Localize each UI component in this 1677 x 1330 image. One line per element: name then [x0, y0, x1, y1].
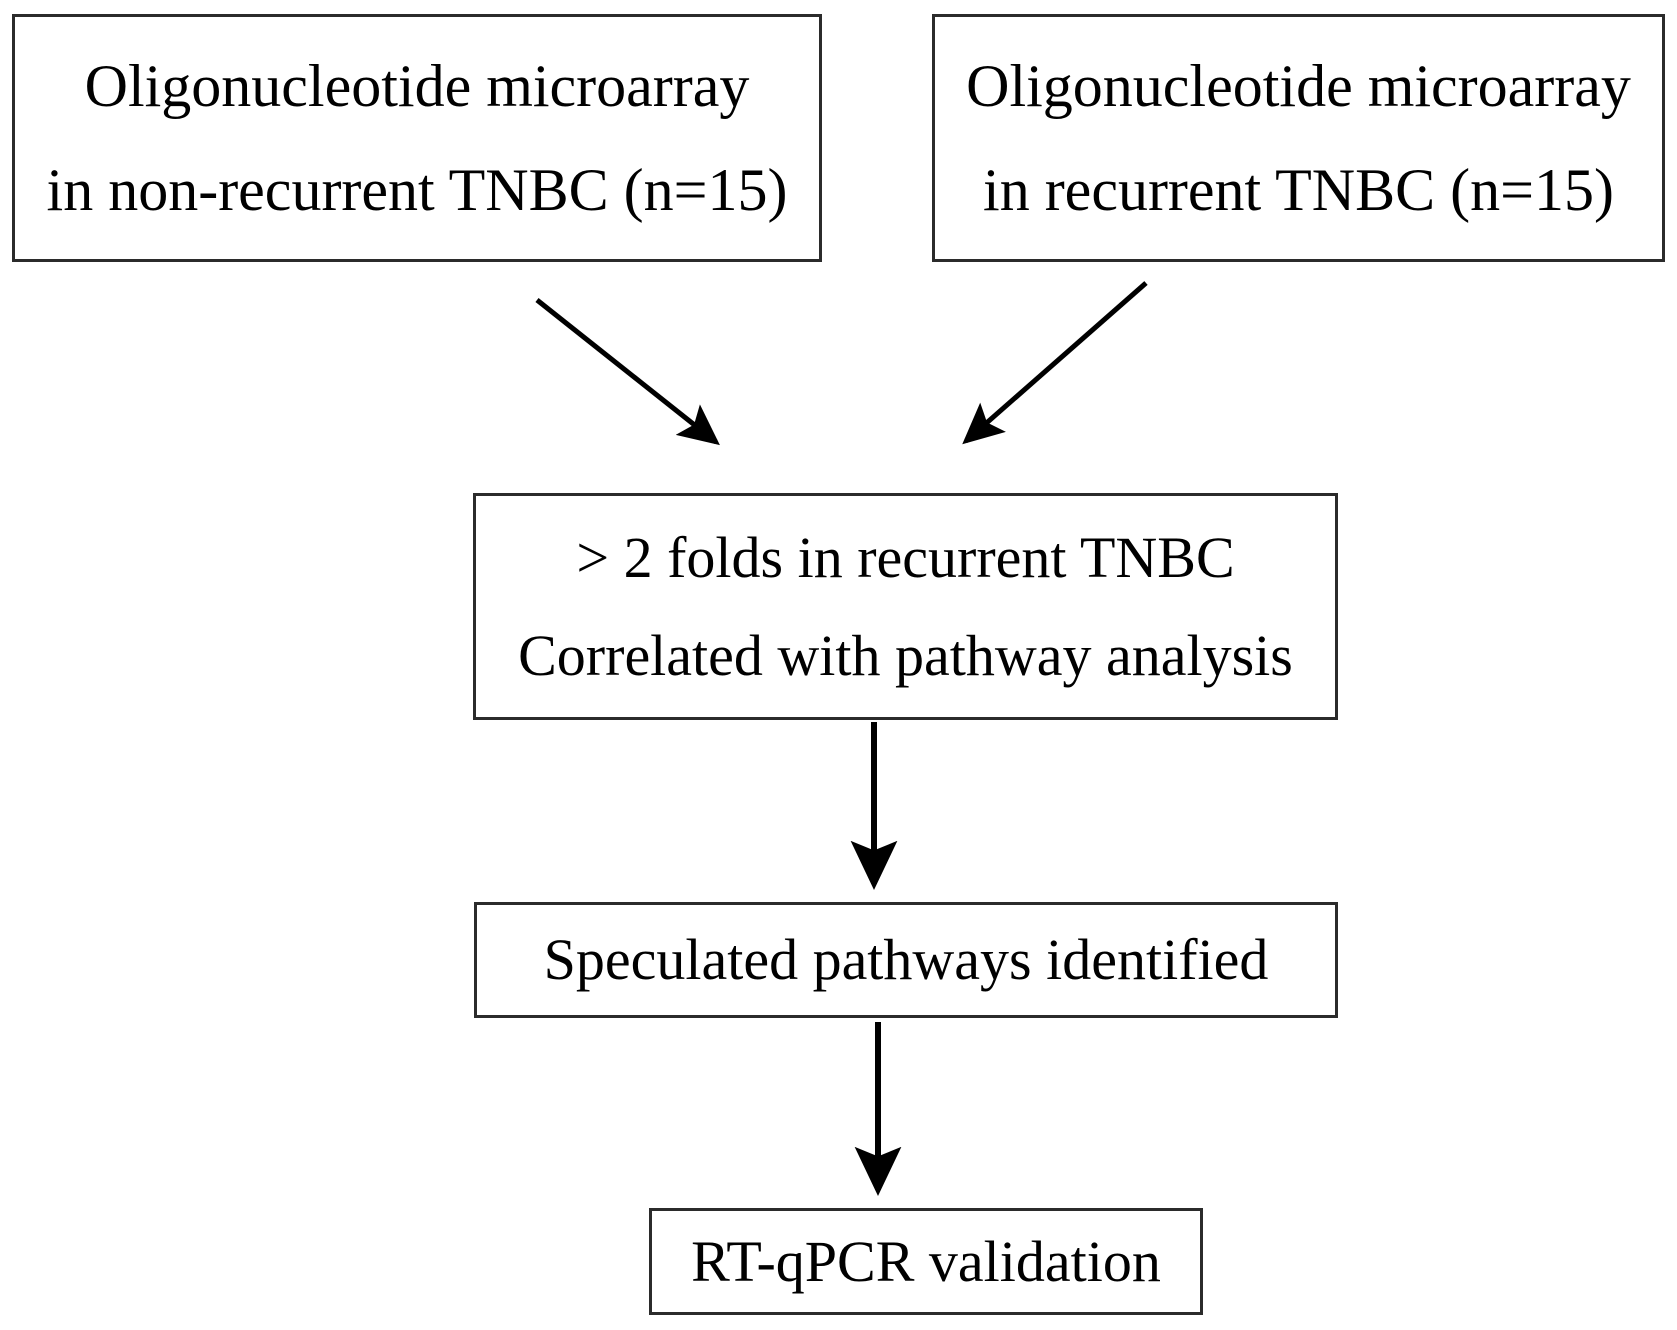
node-label-line-2: in non-recurrent TNBC (n=15): [46, 157, 788, 223]
node-label-line-2: Correlated with pathway analysis: [518, 622, 1293, 688]
node-fold-change-filter: > 2 folds in recurrent TNBC Correlated w…: [473, 493, 1338, 720]
node-label-line-1: Speculated pathways identified: [543, 927, 1269, 992]
node-label-line-1: RT-qPCR validation: [691, 1228, 1161, 1294]
node-label-line-1: Oligonucleotide microarray: [966, 53, 1631, 119]
node-rt-qpcr-validation: RT-qPCR validation: [649, 1208, 1203, 1315]
arrow-nonrecurrent-to-filter: [535, 298, 720, 446]
node-label-line-1: > 2 folds in recurrent TNBC: [576, 524, 1235, 590]
node-label-line-1: Oligonucleotide microarray: [84, 53, 750, 119]
arrow-recurrent-to-filter: [962, 281, 1148, 445]
node-oligonucleotide-microarray-recurrent: Oligonucleotide microarray in recurrent …: [932, 14, 1665, 262]
node-oligonucleotide-microarray-non-recurrent: Oligonucleotide microarray in non-recurr…: [12, 14, 822, 262]
node-label-line-2: in recurrent TNBC (n=15): [983, 157, 1614, 223]
node-speculated-pathways-identified: Speculated pathways identified: [474, 902, 1338, 1018]
